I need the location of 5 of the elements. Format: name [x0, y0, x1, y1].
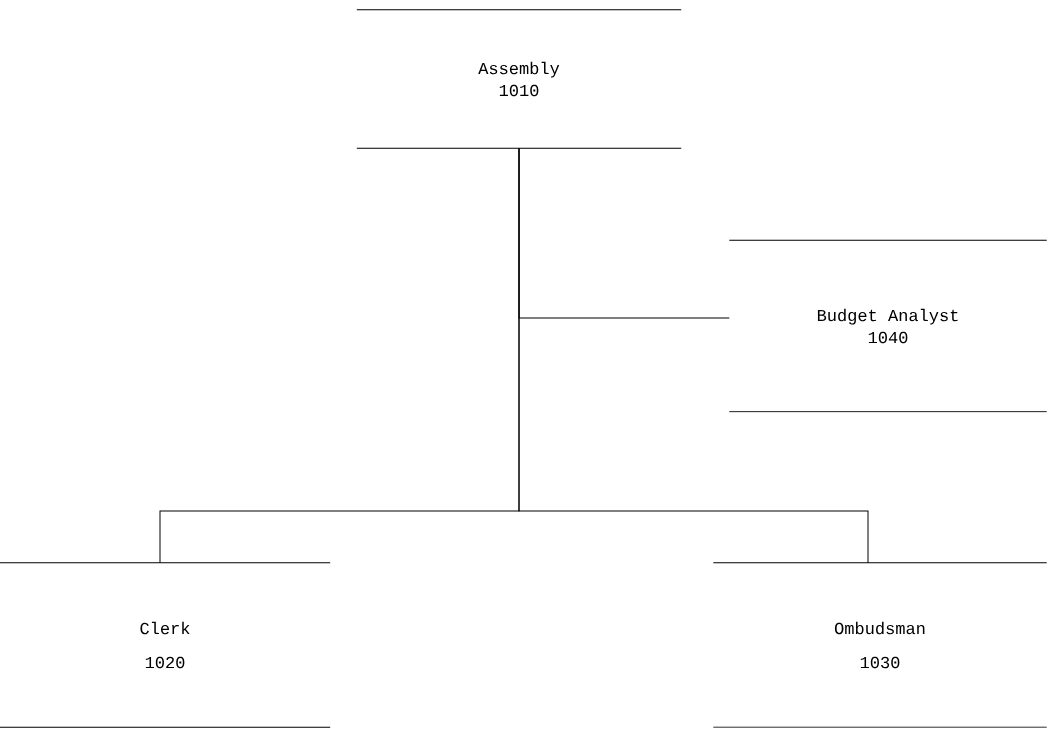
org-box: Budget Analyst 1040 — [728, 239, 1047, 413]
org-box: Clerk 1020 — [0, 562, 331, 728]
org-box: Ombudsman 1030 — [712, 562, 1047, 728]
org-box: Assembly 1010 — [356, 9, 682, 149]
connector-line — [518, 147, 869, 564]
